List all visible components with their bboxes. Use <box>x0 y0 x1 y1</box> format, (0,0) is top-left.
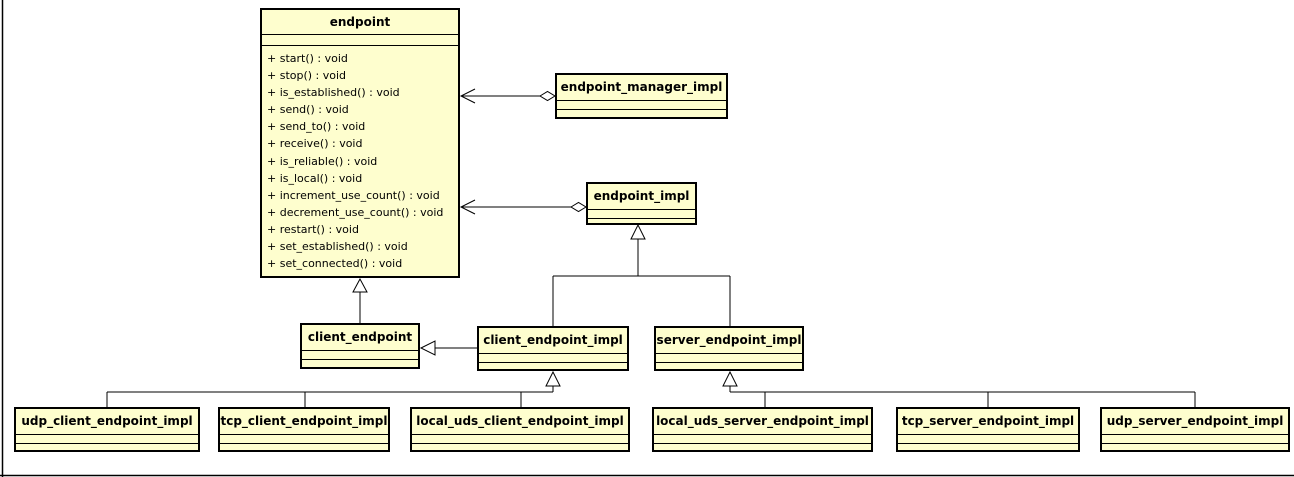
methods-compartment <box>412 444 628 450</box>
generalization-triangle-icon <box>630 223 646 240</box>
method-row: + is_established() : void <box>267 86 400 100</box>
class-box-endpoint_manager_impl: endpoint_manager_impl <box>555 73 728 119</box>
aggregation-diamond-icon <box>539 90 556 102</box>
methods-compartment <box>1102 444 1288 450</box>
methods-compartment-endpoint: + start() : void + stop() : void + is_es… <box>262 46 458 276</box>
fields-compartment <box>654 435 871 444</box>
generalization-triangle-icon <box>545 370 561 387</box>
aggregation-diamond-icon <box>570 201 587 213</box>
fields-compartment <box>588 210 695 219</box>
class-box-tcp_client_endpoint_impl: tcp_client_endpoint_impl <box>218 407 390 452</box>
fields-compartment <box>557 101 726 110</box>
class-title-server_endpoint_impl: server_endpoint_impl <box>656 328 802 354</box>
class-box-udp_server_endpoint_impl: udp_server_endpoint_impl <box>1100 407 1290 452</box>
class-title-endpoint: endpoint <box>262 10 458 35</box>
class-box-endpoint: endpoint + start() : void + stop() : voi… <box>260 8 460 278</box>
method-row: + set_connected() : void <box>267 257 403 271</box>
method-row: + set_established() : void <box>267 240 408 254</box>
fields-compartment <box>302 351 418 360</box>
fields-compartment-endpoint <box>262 35 458 46</box>
fields-compartment <box>898 435 1078 444</box>
class-box-local_uds_client_endpoint_impl: local_uds_client_endpoint_impl <box>410 407 630 452</box>
methods-compartment <box>898 444 1078 450</box>
methods-compartment <box>557 110 726 117</box>
class-box-server_endpoint_impl: server_endpoint_impl <box>654 326 804 371</box>
fields-compartment <box>656 354 802 363</box>
method-row: + is_local() : void <box>267 171 363 185</box>
methods-compartment <box>302 360 418 367</box>
methods-compartment <box>654 444 871 450</box>
method-row: + start() : void <box>267 52 348 65</box>
fields-compartment <box>1102 435 1288 444</box>
class-box-tcp_server_endpoint_impl: tcp_server_endpoint_impl <box>896 407 1080 452</box>
class-title-udp_client_endpoint_impl: udp_client_endpoint_impl <box>16 409 198 435</box>
methods-compartment <box>220 444 388 450</box>
class-box-local_uds_server_endpoint_impl: local_uds_server_endpoint_impl <box>652 407 873 452</box>
method-row: + decrement_use_count() : void <box>267 205 444 219</box>
generalization-triangle-icon <box>419 340 436 356</box>
generalization-triangle-icon <box>352 277 368 293</box>
class-title-endpoint_impl: endpoint_impl <box>588 184 695 210</box>
open-arrowhead-icon <box>459 88 476 104</box>
generalization-triangle-icon <box>722 370 738 387</box>
class-box-endpoint_impl: endpoint_impl <box>586 182 697 225</box>
class-title-local_uds_server_endpoint_impl: local_uds_server_endpoint_impl <box>654 409 871 435</box>
method-row: + receive() : void <box>267 137 363 151</box>
class-title-endpoint_manager_impl: endpoint_manager_impl <box>557 75 726 101</box>
methods-compartment <box>588 219 695 223</box>
method-row: + send() : void <box>267 103 349 117</box>
methods-compartment <box>479 363 627 369</box>
open-arrowhead-icon <box>459 199 476 215</box>
method-row: + restart() : void <box>267 222 359 236</box>
fields-compartment <box>412 435 628 444</box>
methods-compartment <box>16 444 198 450</box>
class-box-client_endpoint_impl: client_endpoint_impl <box>477 326 629 371</box>
class-title-client_endpoint_impl: client_endpoint_impl <box>479 328 627 354</box>
fields-compartment <box>220 435 388 444</box>
fields-compartment <box>16 435 198 444</box>
method-row: + is_reliable() : void <box>267 154 378 168</box>
class-title-udp_server_endpoint_impl: udp_server_endpoint_impl <box>1102 409 1288 435</box>
method-row: + increment_use_count() : void <box>267 188 440 202</box>
method-row: + send_to() : void <box>267 120 366 134</box>
methods-compartment <box>656 363 802 369</box>
class-title-local_uds_client_endpoint_impl: local_uds_client_endpoint_impl <box>412 409 628 435</box>
class-box-client_endpoint: client_endpoint <box>300 323 420 369</box>
class-box-udp_client_endpoint_impl: udp_client_endpoint_impl <box>14 407 200 452</box>
method-row: + stop() : void <box>267 69 347 83</box>
fields-compartment <box>479 354 627 363</box>
class-title-tcp_server_endpoint_impl: tcp_server_endpoint_impl <box>898 409 1078 435</box>
class-title-tcp_client_endpoint_impl: tcp_client_endpoint_impl <box>220 409 388 435</box>
class-title-client_endpoint: client_endpoint <box>302 325 418 351</box>
